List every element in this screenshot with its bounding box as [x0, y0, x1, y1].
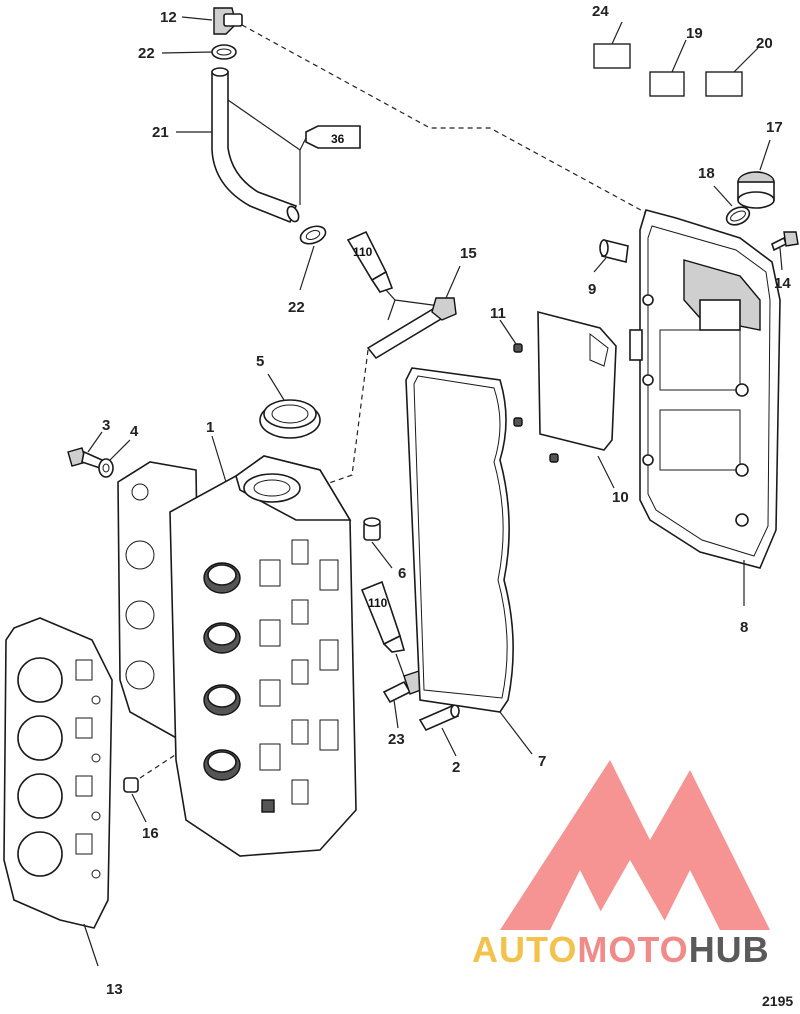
cylinder-head-part-1: [117, 455, 357, 857]
callout-24: 24: [592, 3, 609, 20]
kit-box-part-20: [705, 71, 743, 97]
callout-22-lower: 22: [288, 299, 305, 316]
callout-14: 14: [774, 275, 791, 292]
o-ring-part-18: [725, 206, 751, 226]
automotohub-wordmark: AUTOMOTOHUB: [472, 929, 770, 970]
washer-part-4: [98, 458, 114, 478]
sealant-tube-36: 36: [305, 125, 361, 149]
hose-clamp-part-22-lower: [299, 225, 327, 245]
screws-part-11: [513, 343, 559, 463]
brand-part-moto: MOTO: [577, 929, 688, 970]
figure-number: 2195: [762, 993, 793, 1009]
sealant-tube-110-top: 110: [346, 230, 394, 293]
tube-label-110-middle: 110: [368, 596, 388, 610]
leader-tube-36: [299, 137, 307, 205]
brand-part-hub: HUB: [689, 929, 770, 970]
automotohub-logo: [500, 760, 770, 930]
dashed-line-bolt-to-head: [314, 349, 369, 489]
callout-4: 4: [130, 423, 139, 440]
callout-1: 1: [206, 419, 214, 436]
elbow-fitting-part-12: [213, 7, 243, 35]
callout-16: 16: [142, 825, 159, 842]
callout-22-upper: 22: [138, 45, 155, 62]
bolt-part-15: [366, 297, 457, 360]
screw-part-14: [771, 231, 799, 252]
callout-19: 19: [686, 25, 703, 42]
cover-gasket-part-7: [405, 367, 514, 713]
callout-20: 20: [756, 35, 773, 52]
sleeve-part-2: [418, 704, 460, 732]
kit-box-part-24: [593, 43, 631, 69]
dowel-part-9: [599, 239, 629, 263]
callout-12: 12: [160, 9, 177, 26]
tube-label-36: 36: [331, 132, 345, 146]
dowel-pin-part-16: [123, 777, 139, 793]
callout-6: 6: [398, 565, 406, 582]
dashed-line-fitting-to-cover: [241, 24, 651, 216]
callout-18: 18: [698, 165, 715, 182]
callout-11: 11: [490, 305, 506, 322]
dashed-line-dowel-to-head: [139, 754, 176, 779]
sealant-tube-110-middle: 110: [360, 580, 406, 653]
callout-3: 3: [102, 417, 110, 434]
head-gasket-part-13: [3, 617, 113, 929]
callout-13: 13: [106, 981, 123, 998]
svg-text:AUTOMOTOHUB: AUTOMOTOHUB: [472, 929, 770, 970]
brand-part-auto: AUTO: [472, 929, 577, 970]
logo-triangle-mark: [500, 760, 770, 930]
cover-plate-part-10: [537, 310, 617, 451]
callout-21: 21: [152, 124, 169, 141]
cylinder-head-cover-part-8: [629, 209, 781, 569]
hose-part-21: [211, 67, 300, 224]
callout-numbers: 12 22 21 22 15 5 3 4 1 11 9 6 10 16 23 2…: [102, 3, 791, 998]
callout-15: 15: [460, 245, 477, 262]
filler-cap-part-17: [737, 171, 775, 209]
kit-box-part-19: [649, 71, 685, 97]
tube-label-110-top: 110: [353, 245, 373, 259]
callout-7: 7: [538, 753, 546, 770]
hose-clamp-part-22-upper: [211, 44, 237, 60]
seal-ring-part-5: [259, 399, 321, 439]
callout-5: 5: [256, 353, 264, 370]
callout-8: 8: [740, 619, 748, 636]
bolt-part-3: [67, 447, 103, 470]
dowel-part-6: [363, 517, 381, 541]
callout-9: 9: [588, 281, 596, 298]
leader-lines: [83, 16, 783, 967]
callout-17: 17: [766, 119, 783, 136]
callout-2: 2: [452, 759, 460, 776]
callout-10: 10: [612, 489, 629, 506]
callout-23: 23: [388, 731, 405, 748]
